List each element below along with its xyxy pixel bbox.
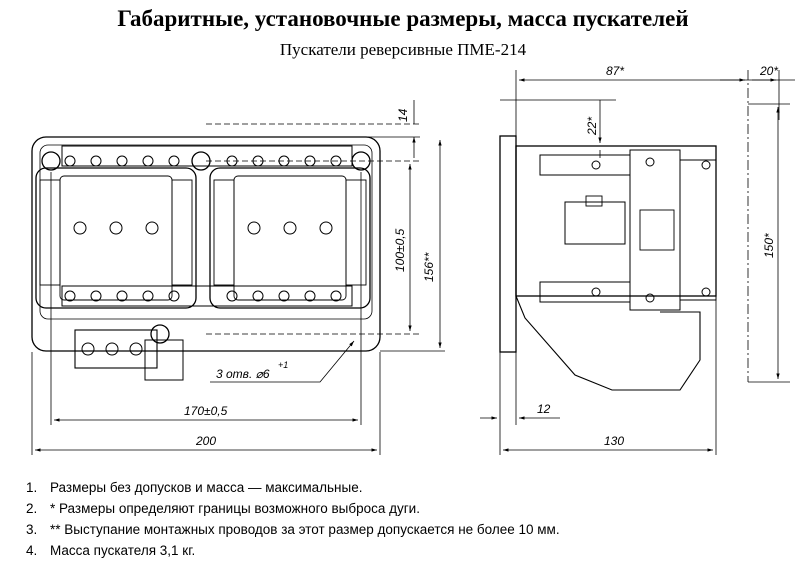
right-contactor-body: [209, 167, 371, 309]
note-item: 3.** Выступание монтажных проводов за эт…: [26, 522, 560, 537]
dim-top-offset: 14: [396, 108, 410, 122]
terminal-block: [74, 329, 158, 369]
dim-side-height: 150*: [762, 233, 776, 258]
side-body: [515, 145, 717, 297]
dim-side-base: 12: [537, 402, 551, 416]
dim-side-right: 20*: [759, 64, 778, 78]
dim-height-mount: 100±0,5: [393, 228, 407, 272]
left-contactor-body: [35, 167, 197, 309]
note-item: 4.Масса пускателя 3,1 кг.: [26, 543, 196, 558]
mount-hole: [41, 151, 61, 171]
page-title: Габаритные, установочные размеры, масса …: [117, 6, 689, 31]
front-screws: [64, 155, 342, 356]
side-view: [499, 135, 717, 391]
note-item: 1.Размеры без допусков и масса — максима…: [26, 480, 363, 495]
page-subtitle: Пускатели реверсивные ПМЕ-214: [279, 40, 527, 59]
dim-height-total: 156**: [422, 252, 436, 282]
front-dimension-lines: [31, 100, 445, 455]
dim-width-total: 200: [195, 434, 216, 448]
notes-list: 1.Размеры без допусков и масса — максима…: [20, 477, 560, 561]
dim-width-mount: 170±0,5: [184, 404, 228, 418]
dim-side-width: 130: [604, 434, 624, 448]
note-item: 2.* Размеры определяют границы возможног…: [26, 501, 420, 516]
dim-holes: 3 отв. ⌀6: [216, 367, 270, 381]
side-screws: [591, 157, 711, 303]
dim-holes-tolerance: +1: [278, 360, 288, 370]
mount-hole: [150, 324, 170, 344]
side-dimension-lines: [480, 70, 795, 455]
front-view: [31, 136, 381, 381]
side-base-plate: [499, 135, 517, 353]
dim-side-top: 22*: [585, 117, 599, 136]
dim-side-depth: 87*: [606, 64, 624, 78]
